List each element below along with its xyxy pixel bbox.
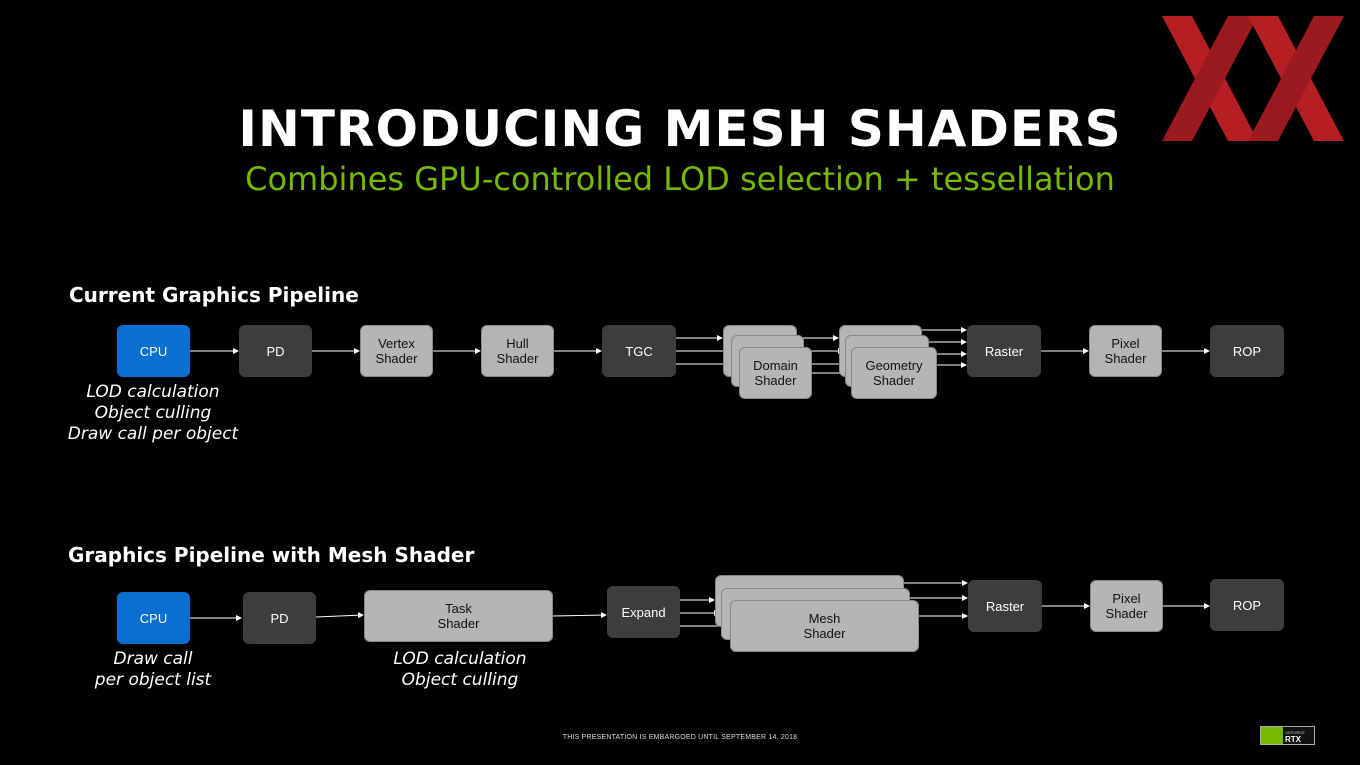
mesh-stage-cpu: CPU <box>117 592 190 644</box>
mesh-pipeline-heading: Graphics Pipeline with Mesh Shader <box>68 543 475 567</box>
current-pipeline-heading: Current Graphics Pipeline <box>69 283 359 307</box>
stage-vertex-shader: Vertex Shader <box>360 325 433 377</box>
mesh-stage-raster: Raster <box>968 580 1042 632</box>
mesh-cpu-note: Draw call per object list <box>94 649 212 690</box>
logo-rtx-text: RTX <box>1285 734 1301 744</box>
nvidia-rtx-logo-icon: GEFORCE RTX <box>1260 726 1315 745</box>
logo-small-text: GEFORCE <box>1285 729 1305 735</box>
stage-tgc: TGC <box>602 325 676 377</box>
stage-pd: PD <box>239 325 312 377</box>
page-title: INTRODUCING MESH SHADERS <box>238 100 1122 158</box>
mesh-task-note: LOD calculation Object culling <box>393 649 527 690</box>
stage-domain-shader: Domain Shader <box>739 347 812 399</box>
mesh-stage-mesh-shader: Mesh Shader <box>730 600 919 652</box>
stage-cpu: CPU <box>117 325 190 377</box>
xx-logo-icon <box>1162 16 1344 141</box>
stage-geometry-shader: Geometry Shader <box>851 347 937 399</box>
mesh-stage-pd: PD <box>243 592 316 644</box>
stage-pixel-shader: Pixel Shader <box>1089 325 1162 377</box>
nvidia-eye-icon <box>1261 727 1283 744</box>
mesh-stage-pixel-shader: Pixel Shader <box>1090 580 1163 632</box>
stage-raster: Raster <box>967 325 1041 377</box>
mesh-stage-expand: Expand <box>607 586 680 638</box>
stage-hull-shader: Hull Shader <box>481 325 554 377</box>
embargo-notice: THIS PRESENTATION IS EMBARGOED UNTIL SEP… <box>562 734 798 741</box>
stage-rop: ROP <box>1210 325 1284 377</box>
mesh-stage-task-shader: Task Shader <box>364 590 553 642</box>
page-subtitle: Combines GPU-controlled LOD selection + … <box>245 160 1115 198</box>
current-cpu-note: LOD calculation Object culling Draw call… <box>67 382 239 444</box>
mesh-stage-rop: ROP <box>1210 579 1284 631</box>
